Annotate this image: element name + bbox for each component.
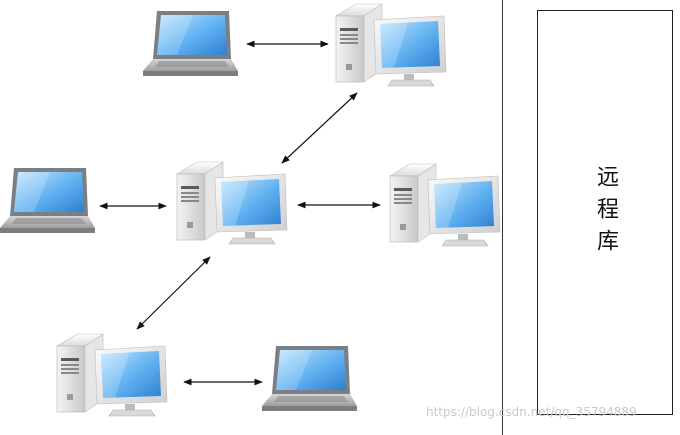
section-divider bbox=[502, 0, 503, 435]
desktop-bottom-left-icon bbox=[56, 333, 168, 417]
desktop-top-right-icon bbox=[335, 3, 447, 87]
remote-repository-box: 远程库 bbox=[537, 10, 673, 415]
arrow-desktop-top-right-desktop-center bbox=[281, 92, 358, 164]
watermark-text: https://blog.csdn.net/qq_35794889 bbox=[426, 405, 637, 419]
remote-repository-label: 远程库 bbox=[593, 164, 618, 261]
laptop-bottom-right-icon bbox=[262, 346, 357, 411]
arrow-desktop-center-desktop-bottom-left bbox=[136, 256, 211, 330]
laptop-top-icon bbox=[143, 11, 238, 76]
laptop-left-icon bbox=[0, 168, 95, 233]
desktop-center-icon bbox=[176, 161, 288, 245]
desktop-right-icon bbox=[389, 163, 501, 247]
